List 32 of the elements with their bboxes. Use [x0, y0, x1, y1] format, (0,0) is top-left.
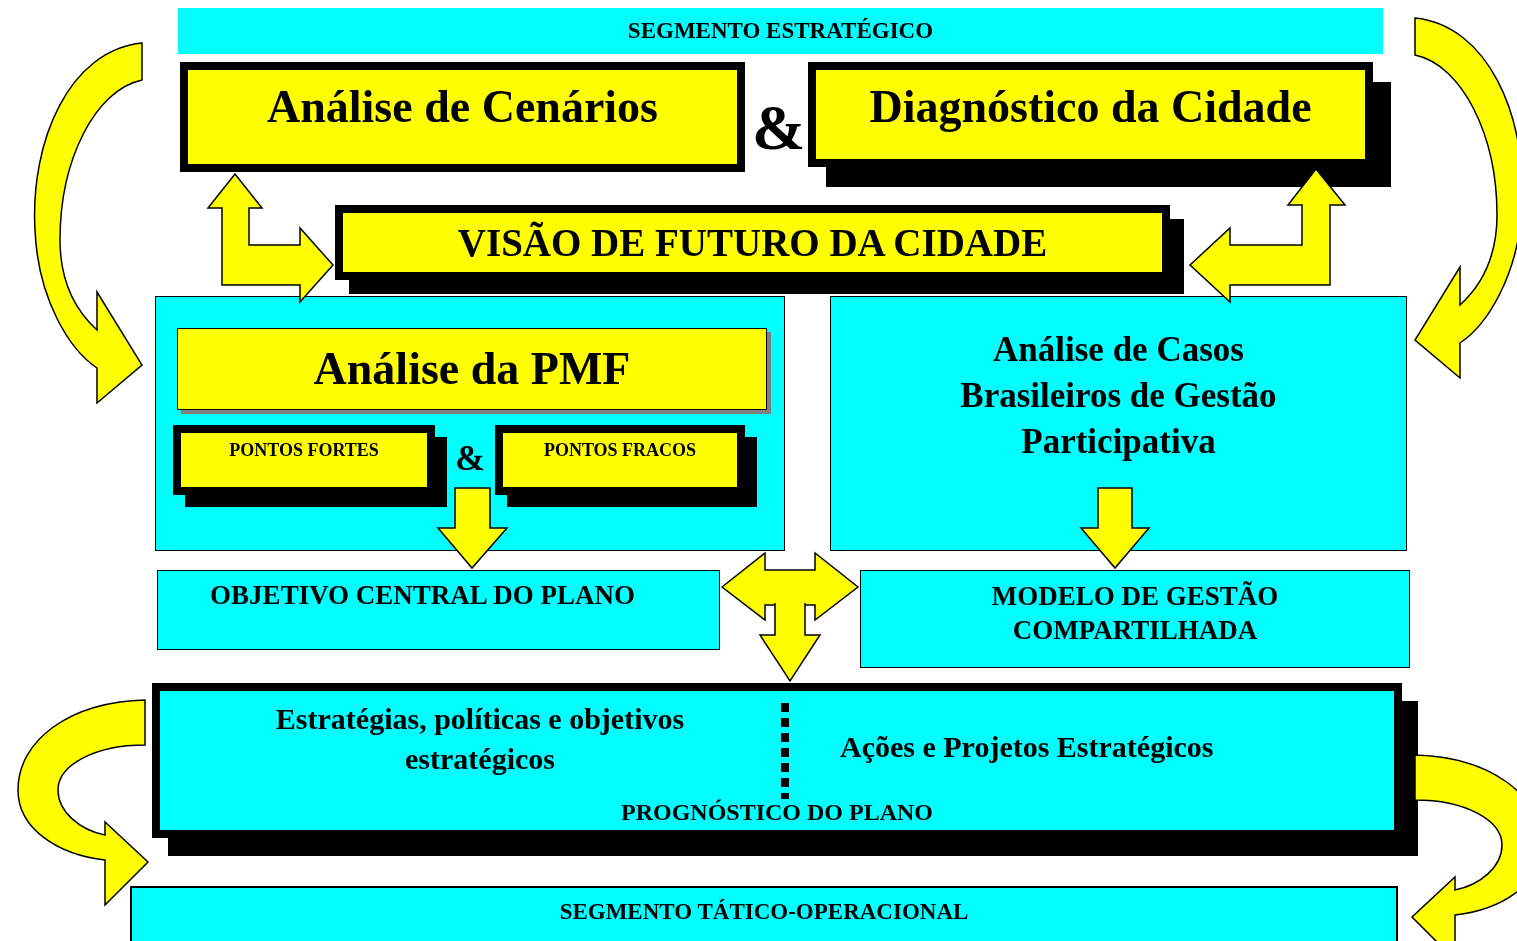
curved-arrow	[33, 42, 143, 404]
band-title: SEGMENTO TÁTICO-OPERACIONAL	[559, 900, 969, 923]
box-title: VISÃO DE FUTURO DA CIDADE	[457, 223, 1048, 262]
curved-arrow	[1414, 17, 1517, 379]
box-label: PONTOS FORTES	[229, 441, 379, 459]
process-box	[180, 62, 745, 172]
ampersand-label: &	[455, 440, 485, 476]
segment-band	[178, 8, 1383, 54]
analysis-panel	[830, 296, 1407, 551]
box-title: MODELO DE GESTÃO COMPARTILHADA	[990, 580, 1280, 647]
ampersand-label: &	[752, 96, 806, 160]
box-title: Diagnóstico da Cidade	[869, 80, 1312, 134]
band-title: SEGMENTO ESTRATÉGICO	[627, 16, 934, 45]
box-label: PONTOS FRACOS	[543, 441, 697, 459]
box-text: Estratégias, políticas e objetivos estratégicos	[274, 701, 686, 777]
down-arrow	[436, 487, 509, 570]
down-arrow	[758, 602, 822, 683]
process-box	[860, 570, 1410, 668]
box-title: PROGNÓSTICO DO PLANO	[620, 800, 934, 824]
double-arrow	[720, 551, 860, 622]
box-title: OBJETIVO CENTRAL DO PLANO	[210, 579, 635, 612]
analysis-panel	[155, 296, 785, 551]
down-arrow	[1079, 487, 1151, 570]
bent-double-arrow	[206, 172, 334, 304]
box-title: Análise da PMF	[313, 346, 631, 392]
bent-double-arrow	[1188, 167, 1347, 304]
segment-band	[130, 886, 1398, 941]
process-box	[157, 570, 720, 650]
box-title: Análise de Cenários	[267, 80, 658, 134]
panel-title: Análise de Casos Brasileiros de Gestão Participativa	[959, 329, 1278, 463]
box-text: Ações e Projetos Estratégicos	[840, 729, 1214, 765]
curved-arrow	[17, 699, 149, 906]
